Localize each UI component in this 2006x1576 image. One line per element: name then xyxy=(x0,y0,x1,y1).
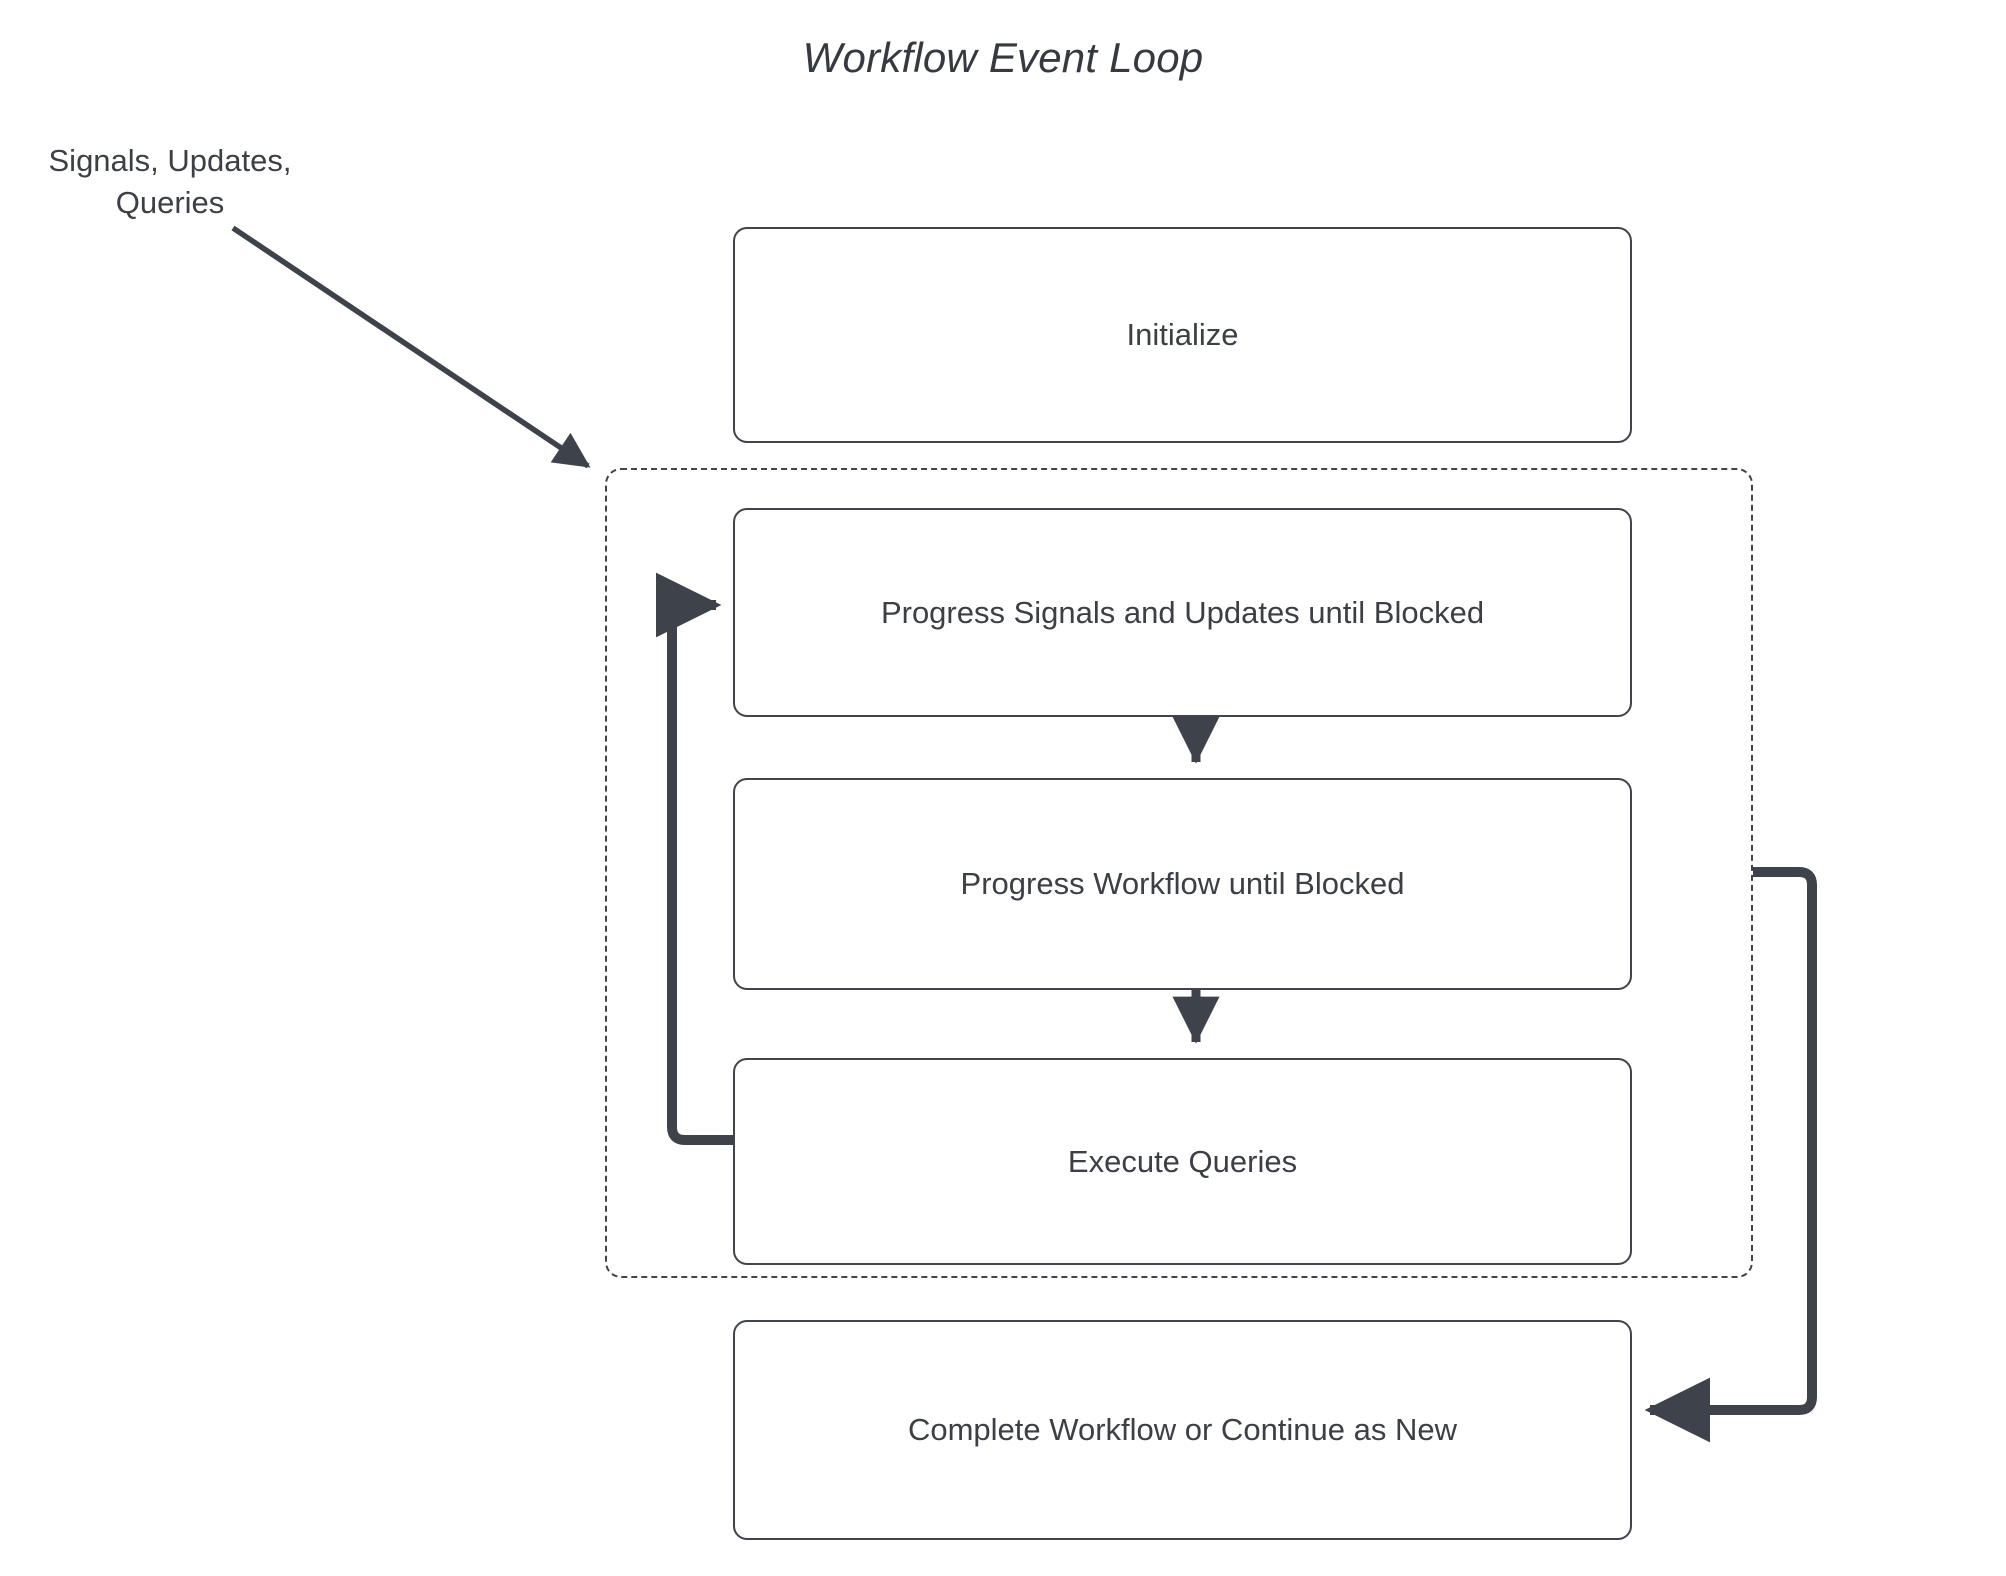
node-progress-workflow[interactable]: Progress Workflow until Blocked xyxy=(733,778,1632,990)
node-initialize-label: Initialize xyxy=(1126,317,1239,352)
node-progress-signals-label: Progress Signals and Updates until Block… xyxy=(880,594,1485,630)
node-progress-workflow-label: Progress Workflow until Blocked xyxy=(960,866,1405,901)
event-loop-container xyxy=(605,468,1753,1278)
node-complete-workflow-label: Complete Workflow or Continue as New xyxy=(907,1412,1458,1447)
node-initialize[interactable]: Initialize xyxy=(733,227,1632,443)
node-progress-signals[interactable]: Progress Signals and Updates until Block… xyxy=(733,508,1632,717)
edge-input-to-loop xyxy=(231,225,591,469)
node-execute-queries-label: Execute Queries xyxy=(1067,1143,1298,1179)
diagram-title: Workflow Event Loop xyxy=(802,34,1204,81)
external-input-label: Signals, Updates, Queries xyxy=(20,140,320,224)
node-complete-workflow[interactable]: Complete Workflow or Continue as New xyxy=(733,1320,1632,1540)
node-execute-queries[interactable]: Execute Queries xyxy=(733,1058,1632,1265)
external-input-label-line-2: Queries xyxy=(115,185,225,220)
external-input-label-line-1: Signals, Updates, xyxy=(48,143,292,178)
